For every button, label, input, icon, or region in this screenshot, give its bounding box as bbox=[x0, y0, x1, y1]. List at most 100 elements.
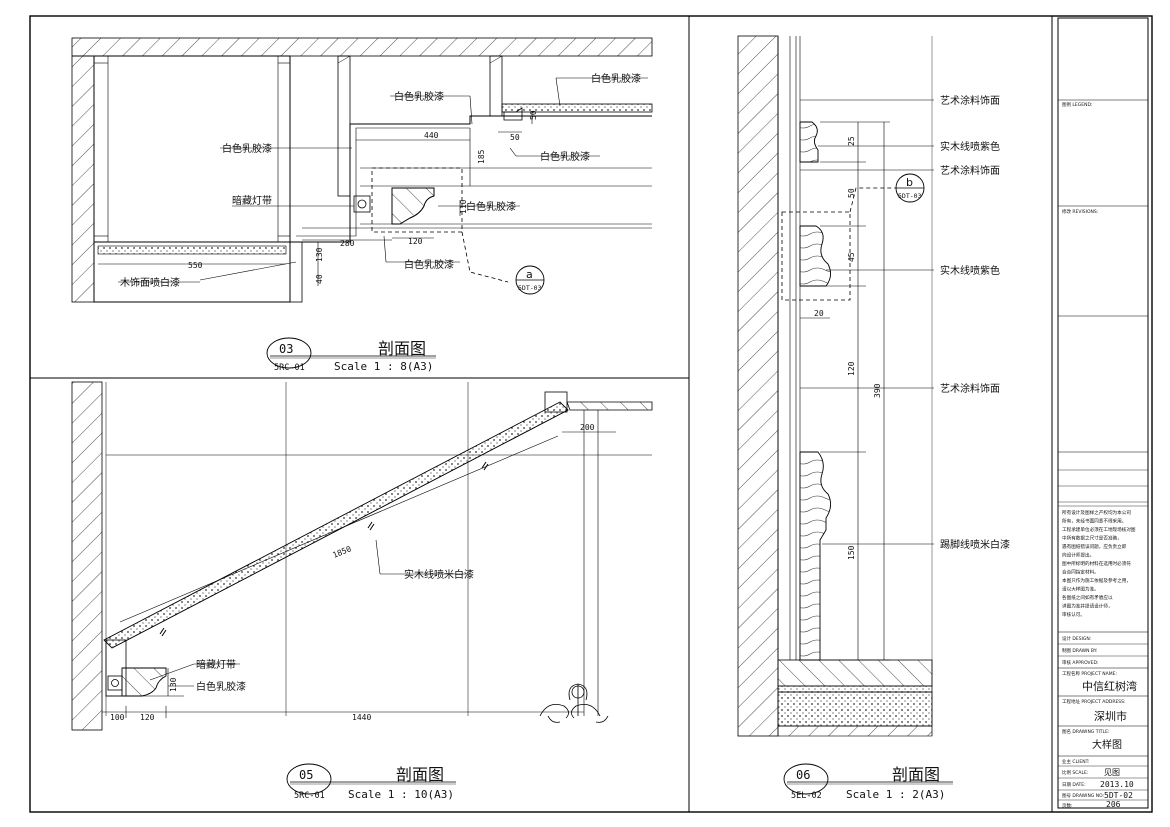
svg-text:5RC-01: 5RC-01 bbox=[274, 363, 305, 373]
svg-text:206: 206 bbox=[1106, 800, 1121, 809]
panel-05-section: 实木线喷米白漆 暗藏灯带 白色乳胶漆 200 1850 130 100 120 … bbox=[71, 381, 653, 801]
svg-text:剖面图: 剖面图 bbox=[396, 765, 444, 784]
dim-25: 25 bbox=[847, 136, 856, 146]
dim-50a: 50 bbox=[510, 133, 520, 142]
label-wood-paint: 木饰面喷白漆 bbox=[120, 276, 180, 289]
note-line: 合合同指定材料。 bbox=[1062, 569, 1099, 576]
note-line: 图中所标明的材料在选用时必须符 bbox=[1062, 560, 1131, 567]
dim-1440: 1440 bbox=[352, 713, 371, 722]
note-line: 工程承建单位必须在工地现场核对图 bbox=[1062, 526, 1136, 533]
note-line: 中所有数据之尺寸是否准确， bbox=[1062, 535, 1122, 542]
note-line: 本图只作为施工依据及参考之用， bbox=[1062, 577, 1131, 584]
svg-text:图例 LEGEND:: 图例 LEGEND: bbox=[1062, 101, 1092, 108]
label-paint-top-right: 白色乳胶漆 bbox=[591, 72, 641, 85]
label-solid-purple-1: 实木线喷紫色 bbox=[940, 140, 1000, 153]
svg-text:5DT-03: 5DT-03 bbox=[518, 284, 542, 292]
drawing-title: 大样图 bbox=[1092, 738, 1122, 751]
drawing-number: 5DT-02 bbox=[1104, 791, 1133, 800]
svg-text:图名 DRAWING TITLE:: 图名 DRAWING TITLE: bbox=[1062, 728, 1109, 735]
svg-text:日期 DATE:: 日期 DATE: bbox=[1062, 782, 1086, 788]
svg-text:06: 06 bbox=[796, 768, 810, 782]
svg-text:见图: 见图 bbox=[1104, 768, 1120, 777]
note-line: 请以大样图为准。 bbox=[1062, 586, 1099, 593]
svg-text:2013.10: 2013.10 bbox=[1100, 780, 1134, 789]
label-paint-05: 白色乳胶漆 bbox=[196, 680, 246, 693]
svg-text:5DT-03: 5DT-03 bbox=[898, 192, 922, 200]
note-line: 所有，未经书面同意不得采用。 bbox=[1062, 518, 1126, 525]
svg-text:业主 CLIENT:: 业主 CLIENT: bbox=[1062, 758, 1089, 765]
dim-440: 440 bbox=[424, 131, 439, 140]
dim-390: 390 bbox=[873, 383, 882, 398]
dim-1850: 1850 bbox=[331, 544, 352, 560]
label-art-coating-3: 艺术涂料饰面 bbox=[940, 382, 1000, 395]
dim-130: 130 bbox=[315, 247, 324, 262]
note-line: 遇有图纸错误问题，应负责立即 bbox=[1062, 543, 1127, 550]
note-line: 各图纸之间如有矛盾应以 bbox=[1062, 594, 1113, 601]
svg-text:03: 03 bbox=[279, 342, 293, 356]
svg-text:比例 SCALE:: 比例 SCALE: bbox=[1062, 769, 1088, 776]
dim-280: 280 bbox=[340, 239, 355, 248]
note-line: 向设计师提出。 bbox=[1062, 552, 1094, 559]
label-paint-right-50: 白色乳胶漆 bbox=[540, 150, 590, 163]
panel-03-section: 白色乳胶漆 白色乳胶漆 白色乳胶漆 白色乳胶漆 暗藏灯带 白色乳胶漆 白色乳胶漆… bbox=[71, 37, 653, 373]
label-paint-bottom: 白色乳胶漆 bbox=[404, 258, 454, 271]
callout-a-5dt-03: a 5DT-03 bbox=[515, 265, 545, 295]
svg-text:5EL-02: 5EL-02 bbox=[791, 791, 822, 801]
label-paint-top-mid: 白色乳胶漆 bbox=[394, 90, 444, 103]
dim-200: 200 bbox=[580, 423, 595, 432]
panel-06-title: 06 5EL-02 剖面图 Scale 1 : 2(A3) bbox=[783, 763, 953, 801]
label-paint-left: 白色乳胶漆 bbox=[222, 142, 272, 155]
note-line: 审核认可。 bbox=[1062, 611, 1085, 618]
svg-text:修改 REVISIONS:: 修改 REVISIONS: bbox=[1062, 208, 1098, 215]
dim-50b: 50 bbox=[529, 110, 538, 120]
label-hidden-light-05: 暗藏灯带 bbox=[196, 658, 236, 671]
note-line: 所有设计及图样之产权均为本公司 bbox=[1062, 509, 1131, 516]
dim-100: 100 bbox=[110, 713, 125, 722]
dim-150: 150 bbox=[847, 545, 856, 560]
dim-45: 45 bbox=[847, 252, 856, 262]
dim-120-05: 120 bbox=[140, 713, 155, 722]
dim-120-06: 120 bbox=[847, 361, 856, 376]
dim-40: 40 bbox=[315, 274, 324, 284]
dim-50-06: 50 bbox=[847, 188, 856, 198]
project-address: 深圳市 bbox=[1094, 709, 1127, 723]
svg-text:图号 DRAWING NO:: 图号 DRAWING NO: bbox=[1062, 793, 1104, 799]
svg-text:页数:: 页数: bbox=[1062, 802, 1073, 809]
label-art-coating-2: 艺术涂料饰面 bbox=[940, 164, 1000, 177]
svg-text:制图 DRAWN BY:: 制图 DRAWN BY: bbox=[1062, 647, 1097, 654]
svg-text:b: b bbox=[906, 176, 913, 189]
svg-text:剖面图: 剖面图 bbox=[892, 765, 940, 784]
label-paint-mid-right: 白色乳胶漆 bbox=[466, 200, 516, 213]
label-hidden-light: 暗藏灯带 bbox=[232, 194, 272, 207]
svg-text:剖面图: 剖面图 bbox=[378, 339, 426, 358]
svg-text:Scale 1 : 10(A3): Scale 1 : 10(A3) bbox=[348, 788, 454, 801]
svg-text:Scale 1 : 2(A3): Scale 1 : 2(A3) bbox=[846, 788, 945, 801]
title-block-text: 图例 LEGEND: 修改 REVISIONS: 所有设计及图样之产权均为本公司… bbox=[1062, 101, 1137, 809]
svg-text:5RC-01: 5RC-01 bbox=[294, 791, 325, 801]
dim-550: 550 bbox=[188, 261, 203, 270]
panel-05-title: 05 5RC-01 剖面图 Scale 1 : 10(A3) bbox=[286, 763, 456, 801]
panel-06-section: 艺术涂料饰面 实木线喷紫色 艺术涂料饰面 实木线喷紫色 艺术涂料饰面 踢脚线喷米… bbox=[737, 35, 1010, 801]
svg-text:a: a bbox=[526, 268, 533, 281]
project-name: 中信红树湾 bbox=[1082, 679, 1137, 693]
callout-b-5dt-03: b 5DT-03 bbox=[895, 173, 925, 203]
svg-text:工程地址 PROJECT ADDRESS:: 工程地址 PROJECT ADDRESS: bbox=[1062, 698, 1126, 705]
svg-text:Scale 1 : 8(A3): Scale 1 : 8(A3) bbox=[334, 360, 433, 373]
dim-20: 20 bbox=[814, 309, 824, 318]
label-solid-wood: 实木线喷米白漆 bbox=[404, 568, 474, 581]
title-block bbox=[1057, 17, 1149, 809]
panel-03-title: 03 5RC-01 剖面图 Scale 1 : 8(A3) bbox=[266, 337, 436, 373]
dim-130-05: 130 bbox=[169, 677, 178, 692]
label-art-coating-1: 艺术涂料饰面 bbox=[940, 94, 1000, 107]
dim-185: 185 bbox=[477, 149, 486, 164]
dim-120: 120 bbox=[408, 237, 423, 246]
label-skirting: 踢脚线喷米白漆 bbox=[940, 538, 1010, 551]
label-solid-purple-2: 实木线喷紫色 bbox=[940, 264, 1000, 277]
svg-text:05: 05 bbox=[299, 768, 313, 782]
svg-text:工程名称 PROJECT NAME:: 工程名称 PROJECT NAME: bbox=[1062, 670, 1117, 677]
svg-text:设计 DESIGN:: 设计 DESIGN: bbox=[1062, 635, 1091, 642]
svg-text:审核 APPROVED:: 审核 APPROVED: bbox=[1062, 659, 1098, 666]
note-line: 详图为准并提请设计师， bbox=[1062, 603, 1113, 610]
dim-110: 110 bbox=[459, 199, 468, 214]
